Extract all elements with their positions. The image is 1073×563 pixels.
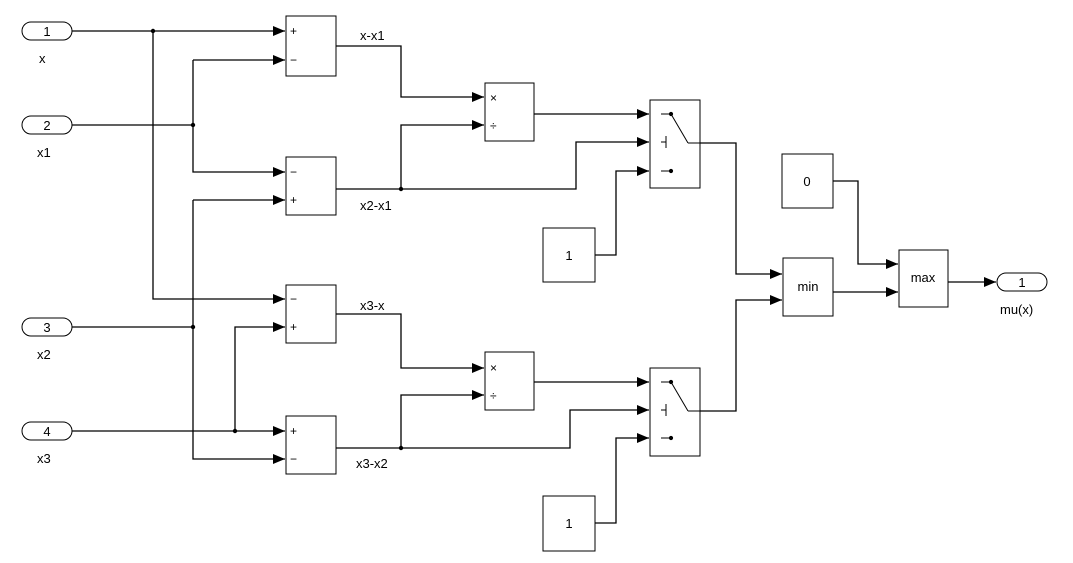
svg-text:max: max (911, 270, 936, 285)
svg-text:+: + (290, 320, 297, 334)
svg-text:min: min (798, 279, 819, 294)
outport-label: mu(x) (1000, 302, 1033, 317)
inport-x2[interactable]: 3 x2 (21, 317, 73, 362)
switch-icon (661, 111, 700, 174)
svg-text:+: + (290, 193, 297, 207)
signal-label-x2-x1: x2-x1 (360, 198, 392, 213)
wire-x1-to-sum1[interactable] (192, 60, 285, 177)
svg-text:÷: ÷ (490, 119, 497, 133)
svg-text:×: × (490, 91, 497, 105)
wire-x-branch[interactable] (152, 31, 285, 304)
outport-number: 1 (1018, 275, 1025, 290)
constant-block-1-bottom[interactable]: 1 (542, 495, 596, 552)
signal-label-x-x1: x-x1 (360, 28, 385, 43)
svg-text:−: − (290, 292, 297, 306)
svg-text:1: 1 (565, 516, 572, 531)
wire-x2-minus-x1[interactable] (336, 137, 649, 190)
wire-const0[interactable] (833, 180, 898, 269)
inport-x3[interactable]: 4 x3 (21, 421, 73, 466)
wire-x2-branch[interactable] (192, 200, 285, 464)
constant-block-0[interactable]: 0 (781, 153, 834, 209)
svg-text:÷: ÷ (490, 389, 497, 403)
wire-switch1-out[interactable] (700, 142, 782, 279)
signal-label-x3-x: x3-x (360, 298, 385, 313)
inport-label: x1 (37, 145, 51, 160)
svg-text:0: 0 (803, 174, 810, 189)
sum-block-4[interactable]: + − (285, 415, 337, 475)
wire-x3-minus-x[interactable] (336, 313, 484, 373)
max-block[interactable]: max (898, 249, 949, 308)
branch-points (150, 28, 404, 451)
wire-switch2-out[interactable] (700, 295, 782, 412)
inport-label: x3 (37, 451, 51, 466)
svg-text:×: × (490, 361, 497, 375)
signal-label-x3-x2: x3-x2 (356, 456, 388, 471)
inport-x[interactable]: 1 x (21, 21, 73, 66)
switch-block-2[interactable] (649, 367, 701, 457)
inport-number: 1 (43, 24, 50, 39)
wire-x2-minus-x1-branch[interactable] (400, 120, 484, 189)
min-block[interactable]: min (782, 257, 834, 317)
wires (72, 26, 996, 524)
wire-const1-top[interactable] (595, 166, 649, 256)
divide-block-1[interactable]: × ÷ (484, 82, 535, 142)
svg-text:+: + (290, 424, 297, 438)
constant-block-1-top[interactable]: 1 (542, 227, 596, 283)
svg-text:−: − (290, 452, 297, 466)
svg-text:1: 1 (565, 248, 572, 263)
switch-icon (661, 379, 700, 441)
inport-number: 4 (43, 424, 50, 439)
svg-text:−: − (290, 53, 297, 67)
inport-x1[interactable]: 2 x1 (21, 115, 73, 160)
svg-text:−: − (290, 165, 297, 179)
wire-x3-branch[interactable] (234, 322, 285, 431)
wire-x3-minus-x2-branch[interactable] (400, 390, 484, 448)
wire-const1-bottom[interactable] (595, 433, 649, 524)
outport-mu[interactable]: 1 mu(x) (996, 272, 1048, 317)
svg-text:+: + (290, 24, 297, 38)
sum-block-3[interactable]: − + (285, 284, 337, 344)
inport-number: 2 (43, 118, 50, 133)
sum-block-1[interactable]: + − (285, 15, 337, 77)
inport-label: x (39, 51, 46, 66)
sum-block-2[interactable]: − + (285, 156, 337, 216)
inport-number: 3 (43, 320, 50, 335)
inport-label: x2 (37, 347, 51, 362)
wire-x-minus-x1[interactable] (336, 45, 484, 102)
divide-block-2[interactable]: × ÷ (484, 351, 535, 411)
wire-x3-minus-x2[interactable] (336, 405, 649, 449)
switch-block-1[interactable] (649, 99, 701, 189)
